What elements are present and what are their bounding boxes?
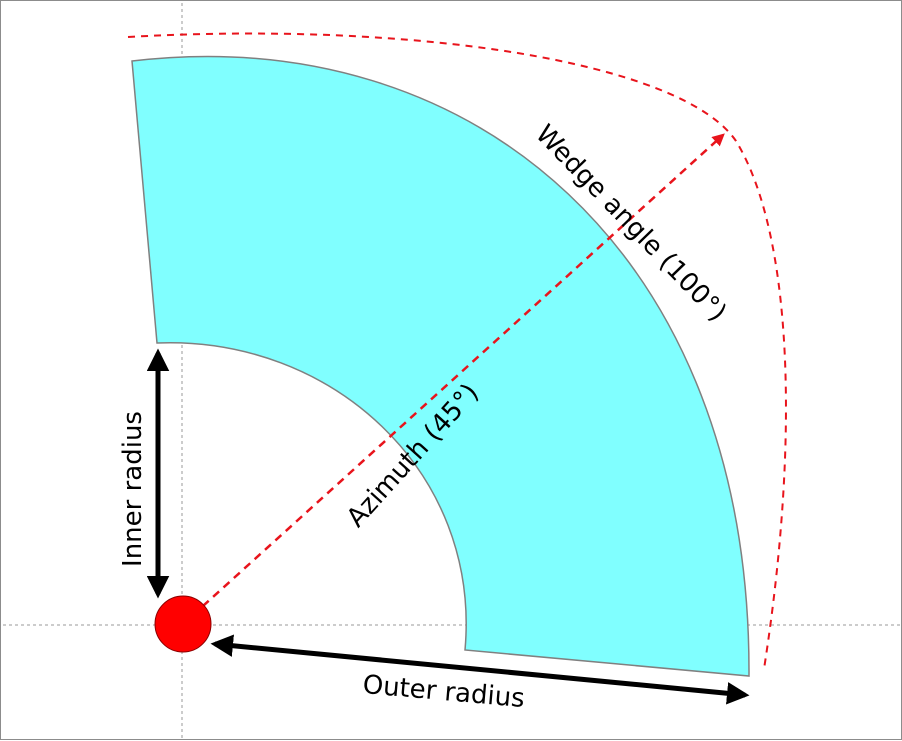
- outer-dashed-arc: [127, 32, 787, 670]
- azimuth-dashed-arrow: [181, 133, 725, 626]
- origin-point: [154, 595, 212, 653]
- inner-radius-label: Inner radius: [118, 411, 148, 567]
- outer-radius-label: Outer radius: [361, 670, 525, 714]
- wedge-sector: [131, 55, 750, 677]
- outer-radius-arrow: [210, 634, 750, 705]
